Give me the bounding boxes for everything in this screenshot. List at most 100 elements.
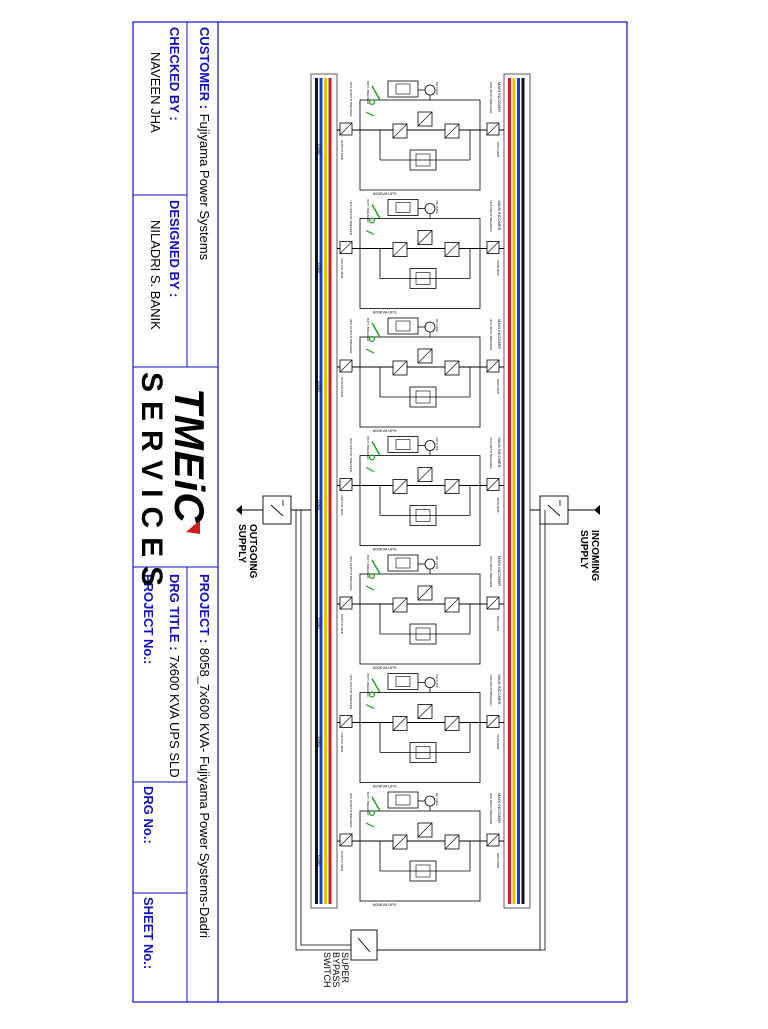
battery-cells	[395, 439, 411, 450]
drg-title-value: 7x600 KVA UPS SLD	[167, 655, 182, 778]
load-label: LOAD	[317, 144, 322, 155]
logo-accent-mark	[186, 520, 200, 534]
battery-fuse	[424, 677, 436, 688]
main-mcb-label: MAIN MCB	[496, 853, 500, 868]
customer-value: Fujiyama Power Systems	[197, 113, 212, 261]
project-value: 8058_7x600 KVA- Fujiyama Power Systems-D…	[197, 647, 212, 939]
battery-breaker-green	[371, 85, 381, 101]
battery-breaker-green	[371, 796, 381, 812]
battery-breaker-label: BATT. BREAKER	[366, 674, 370, 698]
outgoing-bus-phase	[324, 78, 327, 904]
dc-fuse-label: DC FUSE	[435, 675, 439, 688]
main-mcb-label: MAIN MCB	[496, 498, 500, 513]
ups-enclosure	[359, 573, 481, 665]
incoming-bus-phase	[517, 78, 520, 904]
converter-diagonal	[417, 704, 433, 719]
battery-fuse	[424, 321, 436, 333]
input-breaker-diagonal	[486, 122, 500, 136]
converter-diagonal	[392, 360, 408, 376]
converter-diagonal	[444, 360, 460, 376]
designed-by-field: DESIGNED BY :	[165, 200, 183, 297]
checked-by-value: NAVEEN JHA	[148, 52, 163, 133]
battery-breaker-contact	[369, 454, 376, 461]
output-breaker-label: UPS OUTPUT BREAKER	[349, 438, 353, 473]
input-breaker-diagonal	[486, 478, 500, 491]
input-breaker-diagonal	[486, 596, 500, 610]
ups-input-breaker-label: UPS INPUT BREAKER	[489, 793, 493, 825]
ups-rating-label: 600KVA UPS	[373, 784, 397, 789]
ups-rating-label: 600KVA UPS	[373, 547, 397, 552]
battery-cells	[395, 794, 411, 806]
output-mcb-label: OUTPUT MCB	[340, 851, 344, 871]
bypass-label-line3: SWITCH	[322, 952, 332, 988]
output-link-green	[365, 822, 375, 828]
ups-rating-label: 600KVA UPS	[373, 191, 397, 196]
battery-cells	[395, 320, 411, 332]
brand-logo-bottom: SERVICES	[135, 372, 168, 596]
dc-fuse-label: DC FUSE	[435, 201, 439, 214]
outgoing-supply-label: OUTGOING SUPPLY	[236, 524, 258, 578]
ups-input-breaker-label: UPS INPUT BREAKER	[489, 82, 493, 114]
battery-fuse	[424, 203, 436, 214]
drg-title-field: DRG TITLE : 7x600 KVA UPS SLD	[165, 574, 183, 778]
output-mcb-label: OUTPUT MCB	[340, 140, 344, 160]
battery-breaker-label: BATT. BREAKER	[366, 792, 370, 816]
incoming-arrow-icon	[594, 505, 600, 515]
outgoing-label-line2: SUPPLY	[236, 524, 247, 564]
incoming-label-line2: SUPPLY	[578, 530, 589, 570]
ups-input-breaker-label: UPS INPUT BREAKER	[489, 556, 493, 588]
converter-diagonal	[392, 479, 408, 494]
ups-input-breaker-label: UPS INPUT BREAKER	[489, 675, 493, 707]
main-mcb-label: MAIN MCB	[496, 735, 500, 750]
dc-fuse-label: DC FUSE	[435, 556, 439, 569]
battery-breaker-label: BATT. BREAKER	[366, 555, 370, 579]
output-breaker-diagonal	[339, 359, 353, 373]
brand-logo-top: TMEiC	[166, 388, 213, 524]
output-breaker-diagonal	[339, 122, 353, 136]
battery-bank	[387, 673, 419, 690]
converter-diagonal	[392, 242, 408, 257]
designed-by-value: NILADRI S. BANIK	[148, 220, 163, 330]
customer-field: CUSTOMER : Fujiyama Power Systems	[195, 27, 213, 260]
main-mcb-label: MAIN MCB	[496, 261, 500, 276]
battery-breaker-green	[371, 441, 381, 456]
battery-breaker-green	[371, 678, 381, 693]
output-breaker-diagonal	[339, 478, 353, 491]
bypass-wire-in	[377, 510, 546, 951]
ups-rating-label: 600KVA UPS	[373, 428, 397, 433]
battery-bank	[387, 80, 419, 98]
load-label: LOAD	[317, 855, 322, 866]
bypass-wire-out	[295, 510, 351, 951]
checked-by-field: CHECKED BY :	[165, 27, 183, 121]
output-breaker-diagonal	[339, 241, 353, 254]
battery-bank	[387, 436, 419, 453]
dc-fuse-label: DC FUSE	[435, 82, 439, 95]
outgoing-arrow-icon	[236, 505, 242, 515]
battery-cells	[395, 202, 411, 213]
main-incomer-label: MAIN INCOMER	[497, 319, 502, 349]
bus-bars	[310, 73, 531, 909]
outgoing-label-line1: OUTGOING	[247, 524, 258, 579]
converter-diagonal	[444, 479, 460, 494]
output-breaker-diagonal	[339, 833, 353, 847]
main-mcb-label: MAIN MCB	[496, 379, 500, 394]
outgoing-bus-phase	[319, 78, 323, 904]
load-label: LOAD	[317, 263, 322, 274]
converter-diagonal	[444, 834, 460, 850]
main-incomer-label: MAIN INCOMER	[497, 438, 502, 468]
converter-diagonal	[417, 230, 433, 245]
battery-breaker-contact	[369, 98, 376, 105]
converter-diagonal	[417, 348, 433, 364]
converter-diagonal	[392, 716, 408, 731]
output-mcb-label: OUTPUT MCB	[340, 377, 344, 397]
converter-diagonal	[444, 597, 460, 613]
output-breaker-label: UPS OUTPUT BREAKER	[349, 319, 353, 354]
battery-breaker-contact	[369, 809, 376, 816]
project-label: PROJECT :	[197, 574, 212, 644]
ups-enclosure	[359, 455, 481, 546]
